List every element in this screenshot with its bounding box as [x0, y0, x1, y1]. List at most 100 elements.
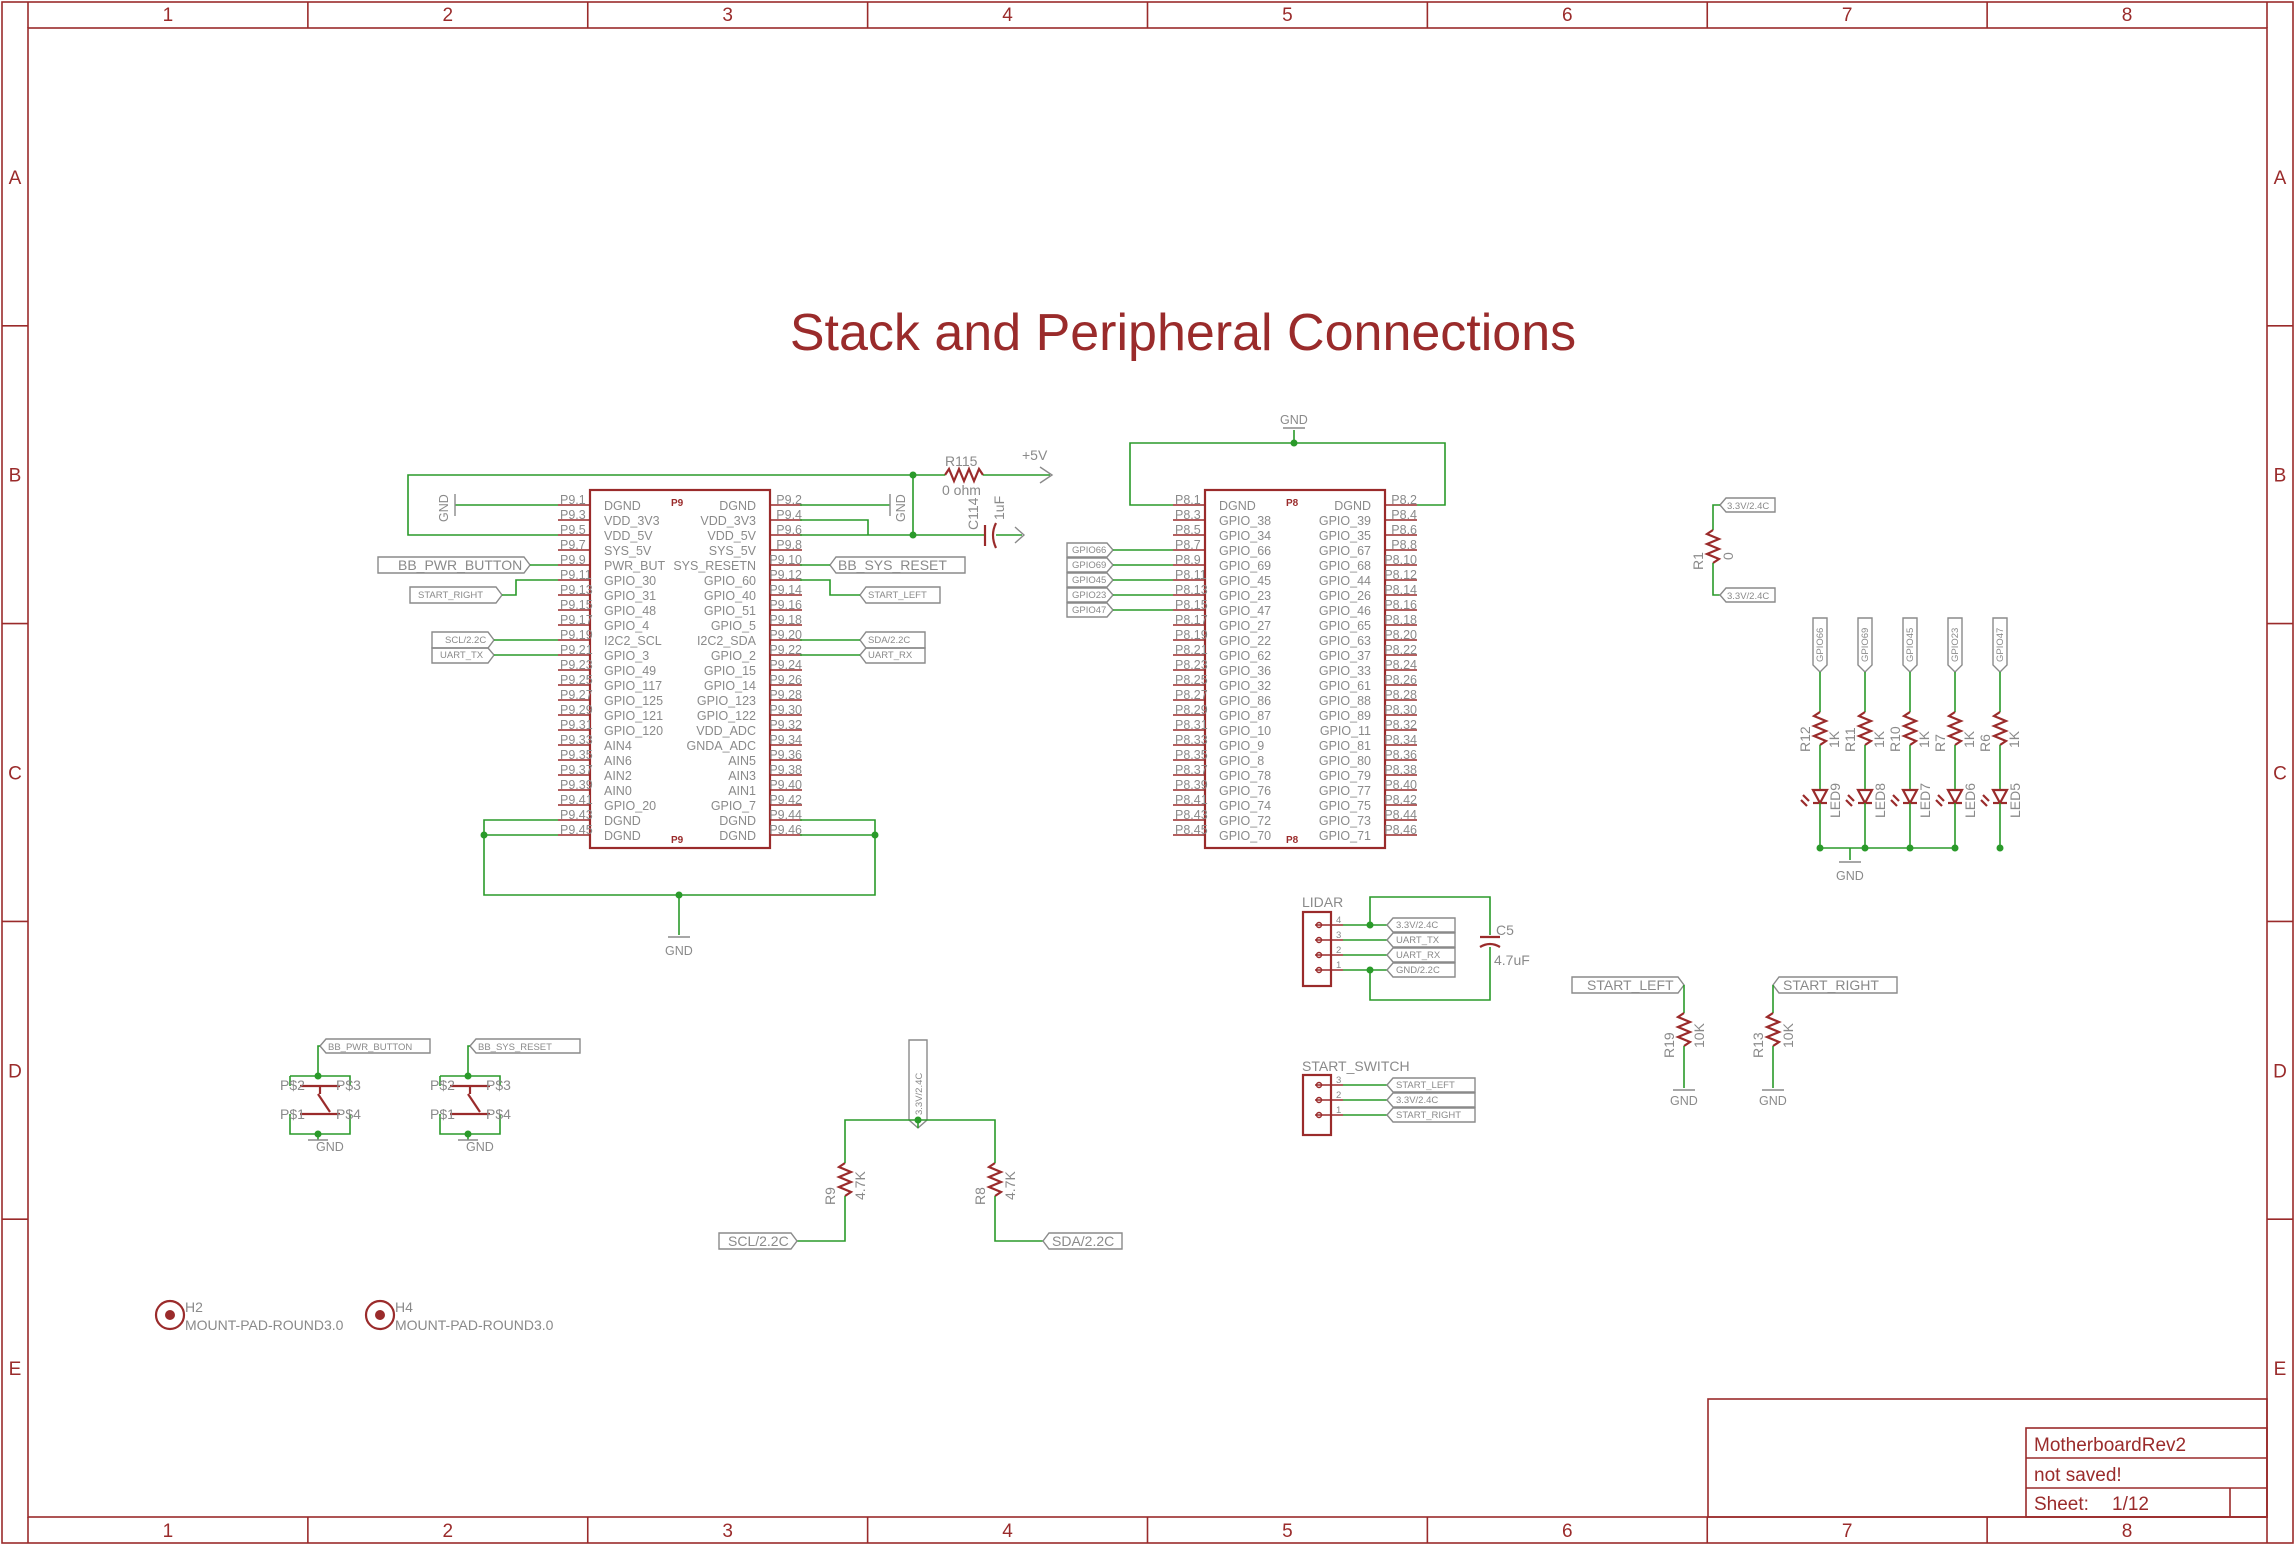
row-label-left: E [9, 1359, 22, 1380]
start_switch-net: START_LEFT [1396, 1080, 1455, 1091]
p9-func-left: VDD_5V [604, 529, 653, 543]
c5-name: C5 [1496, 922, 1514, 938]
p8-gpio-net: GPIO66 [1072, 545, 1106, 556]
start_switch-pin-number: 1 [1336, 1105, 1341, 1116]
r1-top-net: 3.3V/2.4C [1727, 501, 1769, 512]
p9-func-left: GPIO_125 [604, 694, 663, 708]
p9-pin-left: P9.43 [560, 808, 593, 822]
p8-func-right: GPIO_35 [1319, 529, 1371, 543]
row-label-right: C [2273, 764, 2287, 785]
p9-pin-right: P9.16 [769, 598, 802, 612]
p8-func-right: GPIO_79 [1319, 769, 1371, 783]
p8-func-left: GPIO_32 [1219, 679, 1271, 693]
p8-pin-right: P8.14 [1384, 583, 1417, 597]
r1-name: R1 [1690, 552, 1706, 570]
p9-func-right: VDD_3V3 [700, 514, 756, 528]
p9-pin-right: P9.4 [776, 508, 802, 522]
led-net: GPIO47 [1995, 628, 2006, 662]
p8-pin-left: P8.41 [1175, 793, 1208, 807]
gnd-right-label: GND [894, 494, 908, 522]
h2-package: MOUNT-PAD-ROUND3.0 [185, 1317, 344, 1333]
p9-func-left: GPIO_48 [604, 604, 656, 618]
sheet-title: Stack and Peripheral Connections [790, 304, 1576, 362]
p9-pin-right: P9.34 [769, 733, 802, 747]
column-label-bottom: 2 [443, 1521, 454, 1542]
p8-pin-right: P8.36 [1384, 748, 1417, 762]
p8-pin-left: P8.25 [1175, 673, 1208, 687]
led-net: GPIO45 [1905, 628, 1916, 662]
row-label-right: B [2274, 466, 2287, 487]
p9-pin-right: P9.46 [769, 823, 802, 837]
p9-func-right: GPIO_7 [711, 799, 756, 813]
start_switch-net: 3.3V/2.4C [1396, 1095, 1438, 1106]
p8-pin-left: P8.35 [1175, 748, 1208, 762]
p8-pin-left: P8.11 [1175, 568, 1207, 582]
p8-func-right: GPIO_68 [1319, 559, 1371, 573]
p9-pin-right: P9.36 [769, 748, 802, 762]
gnd-left-label: GND [437, 494, 451, 522]
button-gnd: GND [466, 1140, 494, 1154]
p9-func-left: SYS_5V [604, 544, 652, 558]
button-pin: P$1 [280, 1106, 305, 1122]
p9-func-right: DGND [719, 814, 756, 828]
p8-func-right: GPIO_81 [1319, 739, 1371, 753]
p8-pin-right: P8.40 [1384, 778, 1417, 792]
p9-func-left: DGND [604, 499, 641, 513]
p9-pin-left: P9.35 [560, 748, 593, 762]
net-sda-p9: SDA/2.2C [868, 635, 910, 646]
p8-func-right: GPIO_80 [1319, 754, 1371, 768]
p8-pin-right: P8.16 [1384, 598, 1417, 612]
p8-pin-left: P8.3 [1175, 508, 1201, 522]
column-label-bottom: 8 [2122, 1521, 2133, 1542]
r9-name: R9 [822, 1187, 838, 1205]
led-gnd-label: GND [1836, 869, 1864, 883]
p9-func-left: GPIO_20 [604, 799, 656, 813]
column-label-top: 6 [1562, 5, 1573, 26]
p9-func-right: DGND [719, 499, 756, 513]
column-label-bottom: 3 [722, 1521, 733, 1542]
p9-func-left: AIN0 [604, 784, 632, 798]
p8-func-left: GPIO_38 [1219, 514, 1271, 528]
p8-func-left: GPIO_70 [1219, 829, 1271, 843]
p9-func-right: AIN1 [728, 784, 756, 798]
p8-func-right: GPIO_11 [1320, 724, 1371, 738]
p9-pin-left: P9.7 [560, 538, 586, 552]
p9-func-left: VDD_3V3 [604, 514, 660, 528]
p9-pin-right: P9.28 [769, 688, 802, 702]
p8-func-left: GPIO_8 [1219, 754, 1264, 768]
p8-func-left: GPIO_10 [1219, 724, 1271, 738]
p8-pin-right: P8.24 [1384, 658, 1417, 672]
mount-pad-h4: H4 MOUNT-PAD-ROUND3.0 [364, 1299, 554, 1333]
p9-pin-right: P9.12 [769, 568, 802, 582]
h2-name: H2 [185, 1299, 203, 1315]
led-resistor-value: 1K [2006, 730, 2022, 748]
button-net: BB_SYS_RESET [478, 1042, 552, 1053]
start_switch-pin-number: 2 [1336, 1090, 1341, 1101]
lidar-name: LIDAR [1302, 894, 1343, 910]
lidar-net: UART_TX [1396, 935, 1440, 946]
p9-func-right: GPIO_5 [711, 619, 756, 633]
p8-func-left: GPIO_34 [1219, 529, 1271, 543]
p9-pin-left: P9.45 [560, 823, 593, 837]
p8-pin-right: P8.44 [1384, 808, 1417, 822]
p9-pin-right: P9.6 [776, 523, 802, 537]
column-label-bottom: 1 [163, 1521, 174, 1542]
p8-pin-left: P8.13 [1175, 583, 1208, 597]
button-net: BB_PWR_BUTTON [328, 1042, 412, 1053]
row-label-left: C [8, 764, 22, 785]
p9-func-right: GPIO_40 [704, 589, 756, 603]
net-uart-rx-p9: UART_RX [868, 650, 913, 661]
p9-pin-right: P9.42 [769, 793, 802, 807]
column-label-bottom: 5 [1282, 1521, 1293, 1542]
start_switch-pin-number: 3 [1336, 1075, 1341, 1086]
p9-pin-left: P9.29 [560, 703, 593, 717]
led-resistor-name: R12 [1797, 726, 1813, 752]
p8-func-left: GPIO_69 [1219, 559, 1271, 573]
p8-pin-right: P8.6 [1391, 523, 1417, 537]
save-status: not saved! [2034, 1465, 2122, 1486]
p9-pin-right: P9.24 [769, 658, 802, 672]
p9-pin-right: P9.8 [776, 538, 802, 552]
